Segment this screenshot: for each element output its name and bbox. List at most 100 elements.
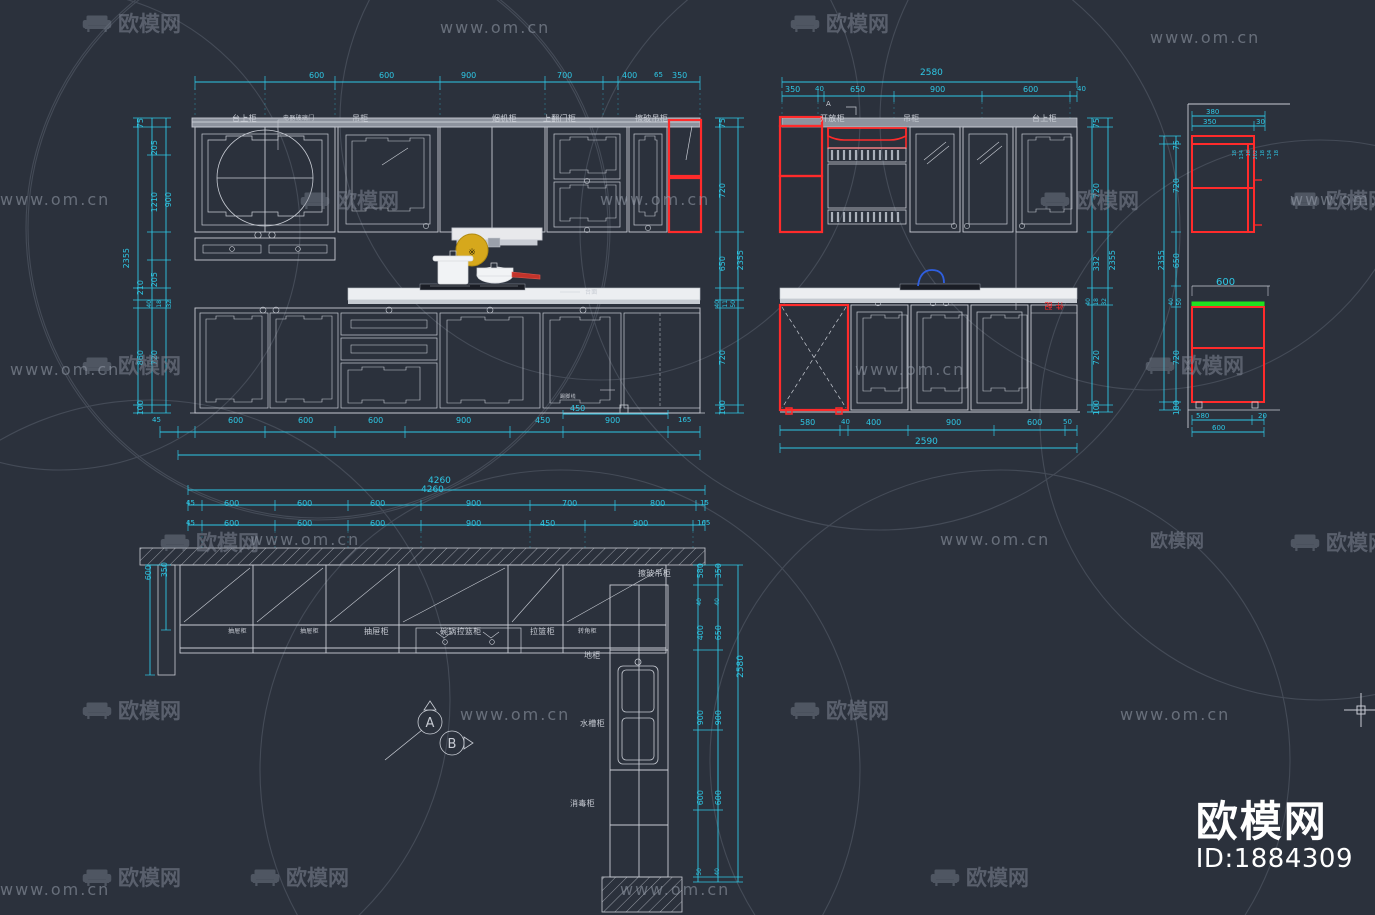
label-plan-basket: 拉篮柜 — [530, 627, 555, 636]
dim-b-bot-5: 600 — [1027, 418, 1043, 427]
dim-a-top-6: 65 — [654, 71, 663, 79]
dim-plan-ri-6: 50 — [696, 868, 703, 876]
dim-plan-ro-5: 600 — [714, 790, 723, 806]
dim-c-counter: 600 — [1216, 277, 1236, 288]
dim-plan-ri-4: 900 — [696, 710, 705, 726]
dim-a-left-2: 205 — [150, 140, 159, 156]
dim-a-left-12: 100 — [136, 400, 145, 416]
label-open-cabinet: 开放柜 — [820, 114, 845, 123]
dim-a-right-5: 11 — [722, 300, 729, 308]
dim-b-right-5: 18 — [1093, 298, 1100, 306]
label-wall-cabinet-b: 吊柜 — [903, 114, 920, 123]
dim-c-side-3: 18 — [1246, 150, 1252, 157]
dim-a-top-3: 900 — [461, 71, 477, 80]
label-counter-cabinet: 台上柜 — [232, 114, 257, 123]
dim-a-top-7: 350 — [672, 71, 688, 80]
highlighted-open-shelf — [778, 115, 824, 234]
dim-b-bot-3: 400 — [866, 418, 882, 427]
label-wall-cabinet: 吊柜 — [352, 114, 369, 123]
dim-a-top-1: 600 — [309, 71, 325, 80]
dim-plan-r2-7: 900 — [633, 519, 649, 528]
dim-a-right-4: 40 — [714, 300, 721, 308]
dim-c-left-5: 50 — [1176, 298, 1183, 306]
dim-c-side-1: 18 — [1232, 150, 1238, 157]
dim-c-left-total: 2355 — [1157, 250, 1166, 271]
dim-a-top-4: 700 — [557, 71, 573, 80]
dim-b-top-6: 40 — [1077, 85, 1086, 93]
dim-c-top-3: 30 — [1256, 118, 1265, 126]
dim-plan-ro-4: 900 — [714, 710, 723, 726]
dim-plan-ro-1: 350 — [714, 563, 723, 579]
dim-c-side-2: 134 — [1239, 150, 1245, 160]
dim-c-bot-1: 580 — [1196, 412, 1210, 420]
dim-c-left-4: 40 — [1168, 298, 1175, 306]
dim-c-side-6: 134 — [1267, 150, 1273, 160]
highlighted-base-cabinet — [778, 303, 850, 412]
dim-b-top-4: 900 — [930, 85, 946, 94]
brand-name: 欧模网 — [1195, 796, 1328, 846]
dim-plan-ro-3: 650 — [714, 625, 723, 641]
dim-plan-r1-5: 900 — [466, 499, 482, 508]
dim-plan-ri-1: 580 — [696, 563, 705, 579]
dim-plan-r2-4: 600 — [370, 519, 386, 528]
dim-c-left-2: 720 — [1172, 178, 1181, 194]
label-plan-sterilizer-cabinet: 消毒柜 — [570, 799, 595, 808]
dim-plan-r2-5: 900 — [466, 519, 482, 528]
dim-a-right-1: 75 — [718, 118, 727, 129]
dim-c-side-5: 18 — [1260, 150, 1266, 157]
label-plan-basket-bowl: 碗锅拉篮柜 — [440, 627, 482, 636]
label-plan-drawer-1: 抽屉柜 — [228, 628, 247, 635]
dim-a-left-7: 40 — [146, 300, 153, 308]
dim-a-right-7: 720 — [718, 350, 727, 366]
brand-id: ID:1884309 — [1195, 843, 1353, 874]
dim-plan-ri-5: 600 — [696, 790, 705, 806]
brand-block: 欧模网 ID:1884309 — [1195, 796, 1353, 875]
dim-a-left-4: 900 — [164, 192, 173, 208]
dim-c-left-6: 720 — [1172, 350, 1181, 366]
dim-a-right-6: 50 — [730, 300, 737, 308]
dim-b-bot-1: 580 — [800, 418, 816, 427]
svg-text:B: B — [448, 737, 457, 752]
label-plan-corner: 转角柜 — [578, 628, 597, 635]
dim-a-bot-2: 600 — [228, 416, 244, 425]
dim-plan-r2-3: 600 — [297, 519, 313, 528]
dim-c-side-4: 202 — [1253, 150, 1259, 160]
label-toe-kick: 踢脚线 — [560, 394, 576, 400]
dim-a-right-8: 100 — [718, 400, 727, 416]
dim-b-right-7: 720 — [1092, 350, 1101, 366]
svg-text:A: A — [426, 716, 435, 731]
dim-a-bot-1: 45 — [152, 416, 161, 424]
dim-plan-r1-2: 600 — [224, 499, 240, 508]
dim-c-left-1: 75 — [1172, 140, 1181, 151]
dim-a-left-9: 32 — [166, 300, 173, 308]
label-countertop: 台面 — [585, 289, 598, 296]
dim-b-right-2: 720 — [1092, 183, 1101, 199]
dim-c-left-3: 650 — [1172, 253, 1181, 269]
dim-a-right-total: 2355 — [736, 250, 745, 271]
dim-plan-r2-1: 45 — [186, 519, 195, 527]
dim-a-left-5: 210 — [136, 280, 145, 296]
dim-a-left-10: 860 — [136, 350, 145, 366]
section-mark-a-b-view: A — [826, 100, 832, 108]
label-plan-drawer-3: 抽屉柜 — [364, 627, 389, 636]
label-plan-base-cabinet: 地柜 — [584, 651, 601, 660]
dim-a-left-6: 205 — [150, 272, 159, 288]
label-flip-door-cabinet: 上翻门柜 — [543, 114, 577, 123]
cad-crosshair-cursor — [1344, 693, 1375, 727]
label-red-note: 配件 — [1044, 302, 1064, 310]
dim-b-overall-top: 2580 — [920, 68, 943, 78]
dim-plan-r1-1: 45 — [186, 499, 195, 507]
dim-a-left-3: 1210 — [150, 192, 159, 213]
dim-c-bot-3: 600 — [1212, 424, 1226, 432]
label-plan-sink-cabinet: 水槽柜 — [580, 719, 605, 728]
dim-plan-r1-7: 800 — [650, 499, 666, 508]
dim-a-bot-7: 900 — [605, 416, 621, 425]
dim-plan-ro-2: 40 — [714, 598, 721, 606]
dim-a-bot-5: 900 — [456, 416, 472, 425]
dim-b-right-8: 100 — [1092, 400, 1101, 416]
dim-plan-r1-8: 15 — [700, 499, 709, 507]
dim-b-right-1: 75 — [1092, 118, 1101, 129]
dim-b-right-6: 32 — [1101, 298, 1108, 306]
dim-plan-r2-6: 450 — [540, 519, 556, 528]
dim-plan-r2-8: 165 — [697, 519, 711, 527]
